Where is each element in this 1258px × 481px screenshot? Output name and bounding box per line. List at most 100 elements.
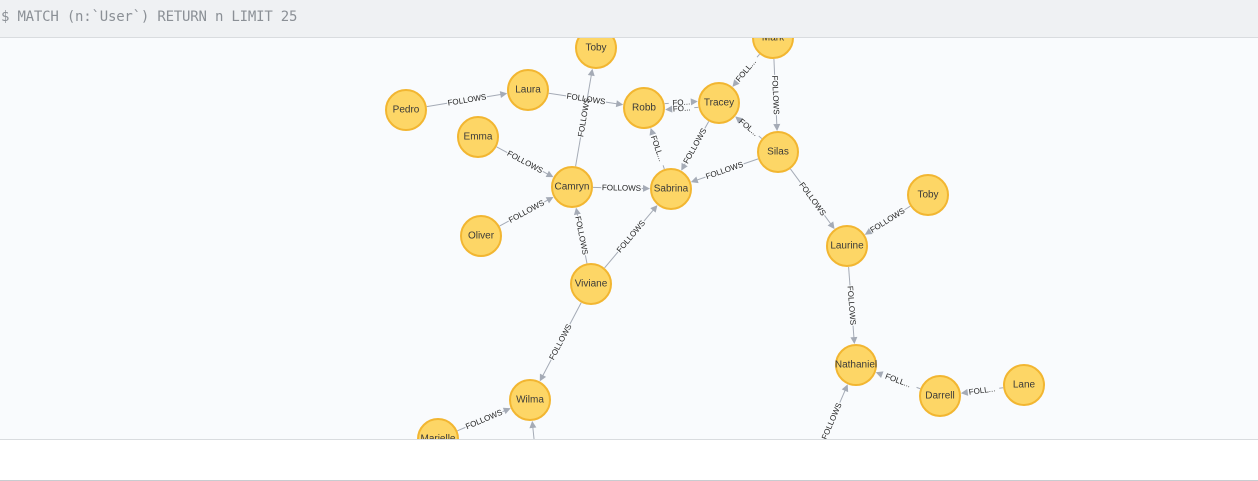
relationship-darrell-nathaniel[interactable]: FOLL... [875,371,921,390]
node-tracey[interactable]: Tracey [698,82,740,124]
node-wilma[interactable]: Wilma [509,379,551,421]
relationship-oliver-camryn[interactable]: FOLLOWS [499,196,554,227]
relationship-line[interactable] [584,255,588,264]
node-circle[interactable] [623,87,665,129]
relationship-viviane-camryn[interactable]: FOLLOWS [573,207,590,264]
relationship-line[interactable] [569,302,582,325]
relationship-line[interactable] [773,58,776,75]
relationship-line[interactable] [426,102,448,108]
node-circle[interactable] [385,89,427,131]
relationship-pedro-laura[interactable]: FOLLOWS [426,91,508,108]
relationship-line[interactable] [542,171,549,175]
node-toby2[interactable]: Toby [907,174,949,216]
node-silas[interactable]: Silas [757,131,799,173]
relationship-line[interactable] [999,387,1004,389]
node-circle[interactable] [1003,364,1045,406]
relationship-laurine-nathaniel[interactable]: FOLLOWS [846,266,858,345]
relationship-line[interactable] [496,146,508,153]
relationship-arrowhead [649,127,657,136]
node-camryn[interactable]: Camryn [551,166,593,208]
node-circle[interactable] [826,225,868,267]
relationship-line[interactable] [904,205,911,211]
node-circle[interactable] [460,215,502,257]
relationship-line[interactable] [756,53,760,58]
node-circle[interactable] [919,375,961,417]
relationship-line[interactable] [916,386,921,390]
node-circle[interactable] [457,116,499,158]
node-circle[interactable] [509,379,551,421]
relationship-line[interactable] [457,426,466,432]
relationship-camryn-toby1[interactable]: FOLLOWS [575,68,595,167]
query-editor[interactable]: $ MATCH (n:`User`) RETURN n LIMIT 25 [0,0,1258,38]
relationship-mark-tracey[interactable]: FOLL... [732,53,760,87]
relationship-line[interactable] [790,168,801,184]
relationship-line[interactable] [586,74,592,98]
relationship-line[interactable] [848,266,851,286]
relationship-line[interactable] [548,92,567,97]
node-toby1[interactable]: Toby [575,38,617,69]
relationship-line[interactable] [839,389,846,403]
node-laurine[interactable]: Laurine [826,225,868,267]
relationship-line[interactable] [499,220,509,227]
node-nathaniel[interactable]: Nathaniel [835,344,877,386]
node-marielle[interactable]: Marielle [417,418,459,439]
node-laura[interactable]: Laura [507,69,549,111]
relationship-line[interactable] [486,93,502,98]
node-circle[interactable] [757,131,799,173]
relationship-line[interactable] [643,209,654,222]
relationship-line[interactable] [852,325,855,339]
relationship-line[interactable] [542,359,552,377]
node-darrell[interactable]: Darrell [919,375,961,417]
relationship-line[interactable] [758,135,763,139]
node-viviane[interactable]: Viviane [570,263,612,305]
relationship-tracey-robb[interactable]: FO... [665,103,699,114]
node-circle[interactable] [752,38,794,59]
relationship-line[interactable] [696,176,706,181]
relationship-line[interactable] [743,158,759,165]
relationship-line[interactable] [604,251,619,269]
relationship-label: FOLLOWS [447,92,487,107]
node-circle[interactable] [650,168,692,210]
relationship-tracey-sabrina[interactable]: FOLLOWS [681,121,710,171]
node-circle[interactable] [570,263,612,305]
node-pedro[interactable]: Pedro [385,89,427,131]
relationship-mark-silas[interactable]: FOLLOWS [770,58,781,132]
node-emma[interactable]: Emma [457,116,499,158]
relationship-camryn-sabrina[interactable]: FOLLOWS [592,183,651,193]
relationship-line[interactable] [662,165,665,170]
node-robb[interactable]: Robb [623,87,665,129]
relationship-silas-laurine[interactable]: FOLLOWS [790,168,835,230]
node-circle[interactable] [551,166,593,208]
relationship-lane-darrell[interactable]: FOLL... [960,384,1004,397]
node-circle[interactable] [698,82,740,124]
node-circle[interactable] [417,418,459,439]
relationship-sabrina-robb[interactable]: FOLL... [649,127,666,170]
relationship-emma-camryn[interactable]: FOLLOWS [496,146,554,178]
relationship-line[interactable] [532,426,536,439]
relationship-line[interactable] [605,101,618,105]
relationship-line[interactable] [575,137,582,167]
node-sabrina[interactable]: Sabrina [650,168,692,210]
relationship-viviane-wilma[interactable]: FOLLOWS [539,302,582,382]
relationship-arrowhead [545,196,554,204]
node-circle[interactable] [575,38,617,69]
relationship-silas-tracey[interactable]: FOL... [735,116,763,139]
relationship-marielle-wilma[interactable]: FOLLOWS [457,407,511,432]
relationship-viviane-sabrina[interactable]: FOLLOWS [604,205,658,269]
node-circle[interactable] [835,344,877,386]
relationship-line[interactable] [704,121,710,129]
relationship-silas-sabrina[interactable]: FOLLOWS [690,158,759,184]
node-circle[interactable] [507,69,549,111]
relationship-line[interactable] [824,214,832,225]
relationship-arrowhead [681,162,688,171]
node-lane[interactable]: Lane [1003,364,1045,406]
query-text[interactable]: $ MATCH (n:`User`) RETURN n LIMIT 25 [1,9,298,25]
relationship-offscreen_b-wilma[interactable] [529,420,537,439]
node-oliver[interactable]: Oliver [460,215,502,257]
relationship-offscreen_a-nathaniel[interactable]: FOLLOWS [816,384,849,439]
relationship-robb-tracey[interactable]: FO... [664,97,698,108]
relationship-toby2-laurine[interactable]: FOLLOWS [864,205,911,235]
node-circle[interactable] [907,174,949,216]
